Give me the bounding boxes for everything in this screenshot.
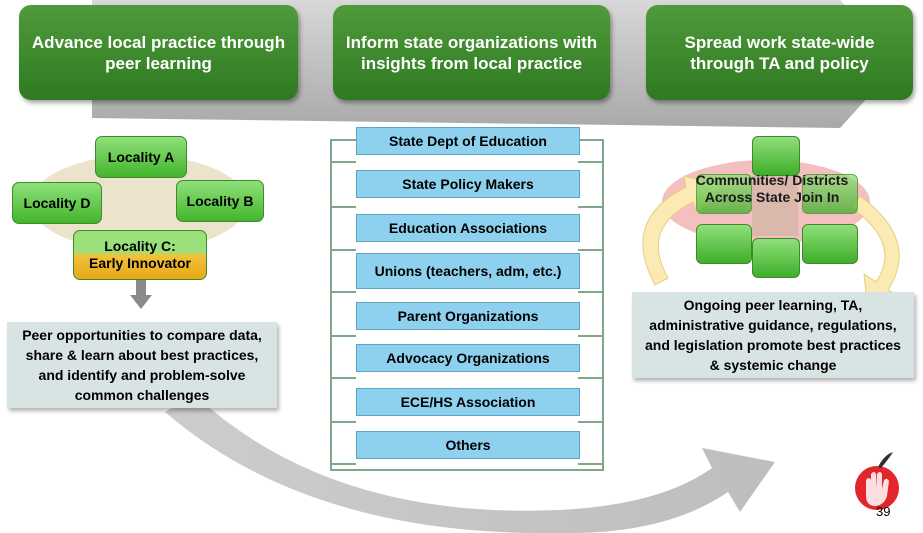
org-education-associations: Education Associations [356, 214, 580, 242]
org-parent-organizations: Parent Organizations [356, 302, 580, 330]
apple-logo-icon [855, 452, 899, 510]
community-square-bottom [752, 238, 800, 278]
communities-label: Communities/ Districts Across State Join… [695, 172, 849, 205]
header-right-text: Spread work state-wide through TA and po… [684, 32, 875, 73]
org-label: State Dept of Education [389, 132, 547, 149]
locality-b-label: Locality B [186, 192, 254, 209]
locality-a: Locality A [95, 136, 187, 178]
locality-a-label: Locality A [107, 148, 175, 165]
locality-oval [31, 155, 247, 251]
header-advance-local-practice: Advance local practice through peer lear… [19, 5, 298, 100]
page-number: 39 [876, 504, 891, 519]
org-unions: Unions (teachers, adm, etc.) [356, 253, 580, 289]
community-square-upper-right [802, 174, 858, 214]
org-others: Others [356, 431, 580, 459]
header-inform-state-organizations: Inform state organizations with insights… [333, 5, 610, 100]
peer-opportunities-text: Peer opportunities to compare data, shar… [22, 327, 262, 403]
header-spread-work-state-wide: Spread work state-wide through TA and po… [646, 5, 913, 100]
org-label: ECE/HS Association [400, 393, 536, 410]
org-label: Education Associations [388, 219, 548, 236]
org-label: State Policy Makers [402, 175, 534, 192]
community-square-upper-left [696, 174, 752, 214]
org-label: Others [445, 436, 491, 453]
org-label: Unions (teachers, adm, etc.) [374, 262, 562, 279]
org-state-dept-education: State Dept of Education [356, 127, 580, 155]
org-ece-hs-association: ECE/HS Association [356, 388, 580, 416]
ongoing-text: Ongoing peer learning, TA, administrativ… [645, 297, 901, 373]
locality-d: Locality D [12, 182, 102, 224]
locality-c-label: Locality C: [104, 238, 176, 254]
community-square-lower-right [802, 224, 858, 264]
peer-opportunities-note: Peer opportunities to compare data, shar… [7, 322, 277, 408]
locality-d-label: Locality D [23, 194, 91, 211]
locality-b: Locality B [176, 180, 264, 222]
bottom-curved-arrow [165, 395, 775, 533]
locality-c-early-innovator: Locality C: Early Innovator [73, 230, 207, 280]
header-left-text: Advance local practice through peer lear… [31, 32, 286, 73]
community-center-overlay [752, 176, 798, 236]
ongoing-peer-learning-note: Ongoing peer learning, TA, administrativ… [632, 292, 914, 378]
org-label: Advocacy Organizations [386, 349, 550, 366]
org-label: Parent Organizations [397, 307, 539, 324]
community-square-top [752, 136, 800, 176]
header-middle-text: Inform state organizations with insights… [345, 32, 598, 73]
org-advocacy-organizations: Advocacy Organizations [356, 344, 580, 372]
community-square-lower-left [696, 224, 752, 264]
org-state-policy-makers: State Policy Makers [356, 170, 580, 198]
early-innovator-label: Early Innovator [89, 255, 191, 271]
